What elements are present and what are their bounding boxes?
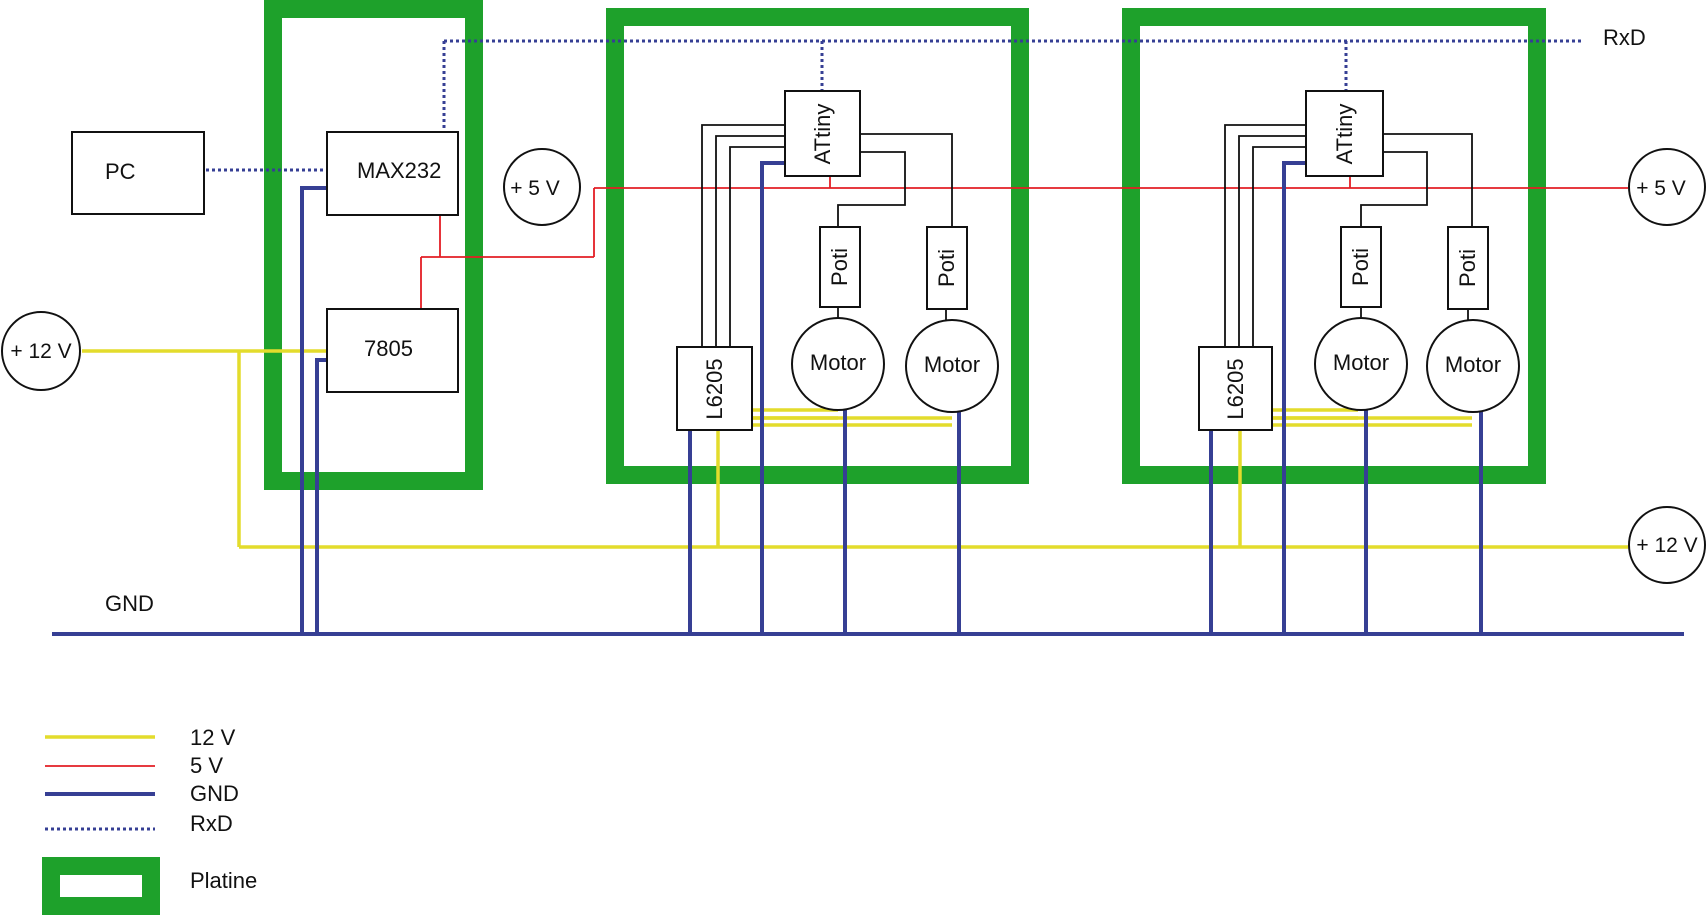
- poti-1b: [926, 226, 968, 310]
- l6205-label-1: L6205: [702, 358, 727, 419]
- terminal-12v-left: [1, 311, 81, 391]
- legend-swatch-board: [42, 857, 160, 915]
- poti-2a: [1340, 226, 1382, 308]
- legend-label-board: Platine: [190, 868, 257, 893]
- terminal-5v-left-label: + 5 V: [510, 177, 560, 200]
- terminal-12v-right-label: + 12 V: [1636, 534, 1697, 557]
- rxd-wires: [206, 39, 1582, 172]
- board-motor-right: [1122, 8, 1546, 484]
- legend-label-12v: 12 V: [190, 725, 236, 750]
- regulator-label: 7805: [364, 336, 413, 361]
- motor-label-2b: Motor: [1445, 352, 1501, 377]
- terminal-5v-right: [1628, 148, 1706, 226]
- motor-label-2a: Motor: [1333, 350, 1389, 375]
- legend: 12 V 5 V GND RxD Platine: [42, 725, 257, 915]
- attiny-label-1: ATtiny: [810, 104, 835, 165]
- attiny-label-2: ATtiny: [1332, 104, 1357, 165]
- legend-label-5v: 5 V: [190, 753, 223, 778]
- attiny-chip-1: [784, 90, 861, 177]
- terminal-5v-left: [503, 148, 581, 226]
- l6205-driver-2: [1198, 346, 1273, 431]
- motor-2a: [1314, 317, 1408, 411]
- l6205-label-2: L6205: [1223, 358, 1248, 419]
- attiny-chip-2: [1305, 90, 1384, 177]
- v5-wires: [420, 176, 1628, 309]
- board-motor-left: [606, 8, 1029, 484]
- legend-label-rxd: RxD: [190, 811, 233, 836]
- v12-wires: [82, 349, 1628, 549]
- pc-box: [71, 131, 205, 215]
- motor-2b: [1426, 319, 1520, 413]
- gnd-line-label: GND: [105, 591, 154, 616]
- terminal-12v-left-label: + 12 V: [10, 340, 71, 363]
- terminal-5v-right-label: + 5 V: [1636, 177, 1686, 200]
- poti-label-2a: Poti: [1348, 248, 1373, 286]
- poti-1a: [819, 226, 861, 308]
- poti-label-1a: Poti: [827, 248, 852, 286]
- terminal-12v-right: [1628, 506, 1706, 584]
- poti-label-2b: Poti: [1455, 249, 1480, 287]
- signal-wires: [701, 124, 1473, 347]
- max232-chip: [326, 131, 459, 216]
- pc-label: PC: [105, 159, 136, 184]
- motor-label-1b: Motor: [924, 352, 980, 377]
- board-power-interface: [264, 0, 483, 490]
- motor-1a: [791, 317, 885, 411]
- l6205-driver-1: [676, 346, 753, 431]
- max232-label: MAX232: [357, 158, 441, 183]
- gnd-wires: [52, 161, 1684, 636]
- rxd-line-label: RxD: [1603, 25, 1646, 50]
- motor-label-1a: Motor: [810, 350, 866, 375]
- poti-label-1b: Poti: [934, 249, 959, 287]
- voltage-regulator-7805: [326, 308, 459, 393]
- motor-1b: [905, 319, 999, 413]
- legend-label-gnd: GND: [190, 781, 239, 806]
- poti-2b: [1447, 226, 1489, 310]
